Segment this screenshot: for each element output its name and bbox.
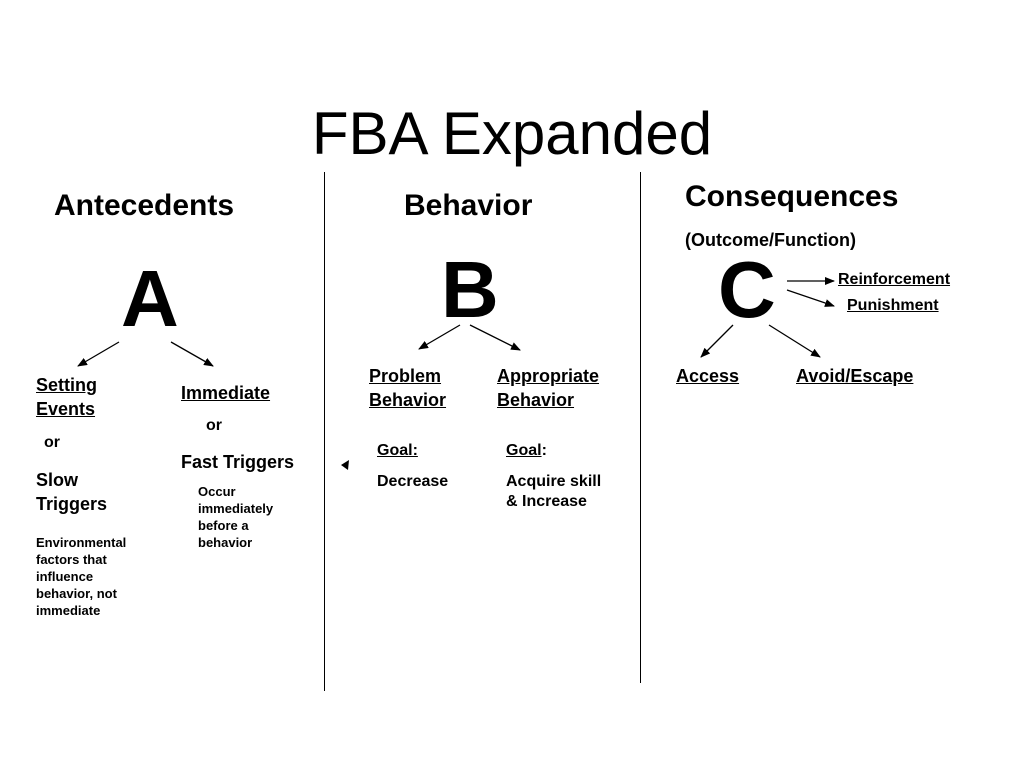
appropriate-behavior-label: Appropriate Behavior: [497, 366, 600, 410]
punishment-label: Punishment: [847, 297, 939, 314]
consequences-subheading: (Outcome/Function): [685, 230, 856, 250]
letter-c: C: [718, 245, 776, 334]
access-label: Access: [676, 366, 740, 386]
slow-triggers-label: Slow Triggers: [36, 470, 108, 514]
environmental-factors-text: Environmental factors that influence beh…: [36, 535, 127, 618]
arrow-c-to-access: [700, 324, 734, 358]
problem-behavior-label: Problem Behavior: [369, 366, 447, 410]
behavior-heading: Behavior: [404, 189, 533, 222]
reinforcement-label: Reinforcement: [838, 271, 951, 288]
arrow-c-to-punishment: [786, 289, 835, 307]
arrow-c-to-avoid-escape: [768, 324, 821, 358]
goal-value-acquire: Acquire skill & Increase: [506, 473, 602, 510]
arrow-b-to-problem: [418, 324, 461, 350]
or-label-2: or: [206, 417, 222, 434]
small-arrowhead-mark: [341, 460, 349, 470]
goal-value-decrease: Decrease: [377, 473, 449, 490]
consequences-heading: Consequences: [685, 180, 899, 213]
fast-triggers-label: Fast Triggers: [181, 452, 295, 472]
column-divider-left: [324, 172, 325, 691]
letter-b: B: [441, 245, 499, 334]
avoid-escape-label: Avoid/Escape: [796, 366, 914, 386]
setting-events-label: Setting Events: [36, 375, 97, 419]
letter-a: A: [121, 254, 179, 343]
immediate-label: Immediate: [181, 383, 271, 403]
arrow-a-to-setting: [77, 341, 120, 367]
arrow-b-to-appropriate: [469, 324, 521, 351]
goal-label-problem: Goal:: [377, 442, 418, 459]
page-title: FBA Expanded: [311, 100, 713, 167]
arrow-a-to-immediate: [170, 341, 214, 367]
goal-label-appropriate: Goal:: [506, 442, 547, 459]
column-divider-right: [640, 172, 641, 683]
occur-immediately-text: Occur immediately before a behavior: [198, 484, 274, 550]
antecedents-heading: Antecedents: [54, 189, 235, 222]
or-label-1: or: [44, 434, 60, 451]
